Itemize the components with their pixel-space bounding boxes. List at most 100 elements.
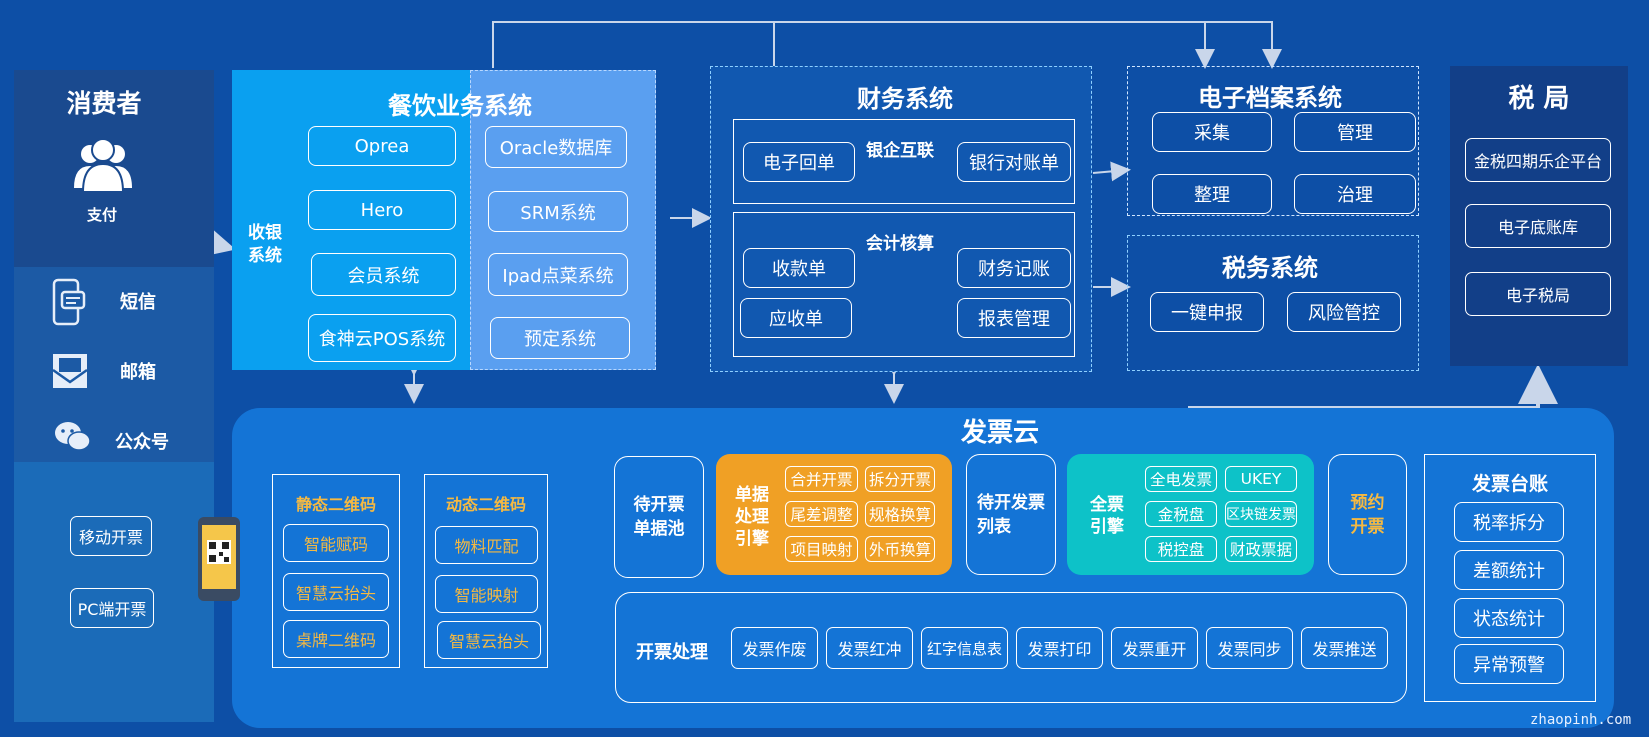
process-red-flush[interactable]: 发票红冲 bbox=[826, 627, 913, 669]
process-print[interactable]: 发票打印 bbox=[1016, 627, 1103, 669]
catering-item-hero[interactable]: Hero bbox=[308, 190, 456, 230]
tax-system-panel bbox=[1127, 235, 1419, 371]
engine-tail-adjust[interactable]: 尾差调整 bbox=[785, 501, 858, 527]
catering-title: 餐饮业务系统 bbox=[388, 92, 532, 120]
process-sync[interactable]: 发票同步 bbox=[1206, 627, 1293, 669]
ledger-diff-stats[interactable]: 差额统计 bbox=[1454, 550, 1564, 590]
ledger-status-stats[interactable]: 状态统计 bbox=[1454, 598, 1564, 638]
dynamic-qr-box bbox=[424, 474, 548, 668]
finance-to-archive-arrow bbox=[1092, 161, 1131, 182]
static-qr-smart-code[interactable]: 智能赋码 bbox=[283, 524, 389, 562]
mobile-invoice-button[interactable]: 移动开票 bbox=[70, 516, 152, 556]
ledger-box bbox=[1424, 454, 1596, 702]
process-red-info-table[interactable]: 红字信息表 bbox=[921, 627, 1008, 669]
channel-mail: 邮箱 bbox=[120, 362, 156, 383]
tax-bureau-panel bbox=[1450, 66, 1628, 366]
catering-item-reserve[interactable]: 预定系统 bbox=[490, 317, 630, 359]
full-engine-box bbox=[1067, 454, 1314, 575]
catering-item-oracle[interactable]: Oracle数据库 bbox=[485, 126, 627, 168]
dynamic-qr-title: 动态二维码 bbox=[445, 495, 526, 514]
dynamic-qr-smart-map[interactable]: 智能映射 bbox=[435, 575, 538, 613]
pending-invoice-list[interactable]: 待开发票 列表 bbox=[966, 454, 1056, 575]
engine-tax-control-disk[interactable]: 税控盘 bbox=[1145, 536, 1217, 562]
accounting-box bbox=[733, 212, 1075, 357]
invoice-cloud-title: 发票云 bbox=[960, 418, 1039, 448]
tax-bureau-title: 税 局 bbox=[1508, 84, 1570, 114]
processing-title: 开票处理 bbox=[636, 642, 708, 663]
cashier-label: 收银 系统 bbox=[248, 223, 282, 266]
channel-wechat: 公众号 bbox=[115, 432, 169, 453]
bureau-ledger-db[interactable]: 电子底账库 bbox=[1465, 204, 1611, 248]
finance-bank-receipt[interactable]: 电子回单 bbox=[743, 142, 855, 182]
finance-bookkeeping[interactable]: 财务记账 bbox=[957, 248, 1071, 288]
doc-engine-title: 单据 处理 引擎 bbox=[735, 485, 769, 549]
process-void[interactable]: 发票作废 bbox=[731, 627, 818, 669]
ledger-title: 发票台账 bbox=[1471, 473, 1548, 495]
engine-fx-convert[interactable]: 外币换算 bbox=[865, 536, 935, 562]
bank-label: 银企互联 bbox=[866, 141, 934, 161]
ledger-tax-split[interactable]: 税率拆分 bbox=[1454, 502, 1564, 542]
entry-panel bbox=[14, 462, 214, 722]
process-push[interactable]: 发票推送 bbox=[1301, 627, 1388, 669]
catering-item-oprea[interactable]: Oprea bbox=[308, 126, 456, 166]
engine-split-invoice[interactable]: 拆分开票 bbox=[865, 466, 935, 492]
phone-qr-icon bbox=[197, 516, 241, 602]
reserve-invoice[interactable]: 预约 开票 bbox=[1328, 454, 1407, 575]
catering-item-srm[interactable]: SRM系统 bbox=[488, 191, 628, 232]
bureau-e-tax[interactable]: 电子税局 bbox=[1465, 272, 1611, 316]
finance-bank-statement[interactable]: 银行对账单 bbox=[957, 142, 1071, 182]
finance-panel bbox=[710, 66, 1092, 372]
finance-title: 财务系统 bbox=[857, 85, 953, 113]
channel-sms: 短信 bbox=[120, 292, 156, 313]
consumer-title: 消费者 bbox=[66, 89, 142, 118]
engine-item-map[interactable]: 项目映射 bbox=[785, 536, 858, 562]
archive-manage[interactable]: 管理 bbox=[1294, 112, 1416, 152]
watermark: zhaopinh.com bbox=[1530, 712, 1632, 728]
engine-ukey[interactable]: UKEY bbox=[1225, 466, 1297, 492]
catering-panel-left bbox=[232, 70, 470, 370]
catering-to-archive-line bbox=[492, 21, 1282, 69]
catering-item-pos[interactable]: 食神云POS系统 bbox=[308, 314, 456, 362]
engine-blockchain[interactable]: 区块链发票 bbox=[1225, 501, 1297, 527]
static-qr-box bbox=[272, 474, 400, 668]
engine-merge-invoice[interactable]: 合并开票 bbox=[785, 466, 858, 492]
process-reissue[interactable]: 发票重开 bbox=[1111, 627, 1198, 669]
processing-box bbox=[615, 592, 1407, 703]
pc-invoice-button[interactable]: PC端开票 bbox=[70, 588, 154, 628]
engine-spec-convert[interactable]: 规格换算 bbox=[865, 501, 935, 527]
tax-one-click-filing[interactable]: 一键申报 bbox=[1150, 292, 1264, 332]
accounting-label: 会计核算 bbox=[866, 234, 934, 254]
tax-risk-control[interactable]: 风险管控 bbox=[1287, 292, 1401, 332]
engine-golden-tax-disk[interactable]: 金税盘 bbox=[1145, 501, 1217, 527]
ledger-anomaly-alert[interactable]: 异常预警 bbox=[1454, 644, 1564, 684]
catering-item-member[interactable]: 会员系统 bbox=[311, 253, 456, 296]
static-qr-cloud-title[interactable]: 智慧云抬头 bbox=[283, 573, 389, 611]
engine-fiscal-bill[interactable]: 财政票据 bbox=[1225, 536, 1297, 562]
archive-collect[interactable]: 采集 bbox=[1152, 112, 1272, 152]
full-engine-title: 全票 引擎 bbox=[1090, 495, 1124, 537]
engine-full-e-invoice[interactable]: 全电发票 bbox=[1145, 466, 1217, 492]
finance-receivable[interactable]: 应收单 bbox=[740, 298, 852, 338]
finance-reports[interactable]: 报表管理 bbox=[957, 298, 1071, 338]
dynamic-qr-cloud-title[interactable]: 智慧云抬头 bbox=[437, 621, 541, 659]
static-qr-title: 静态二维码 bbox=[295, 495, 376, 514]
doc-engine-box bbox=[716, 454, 952, 575]
archive-organize[interactable]: 整理 bbox=[1152, 174, 1272, 214]
catering-item-ipad[interactable]: Ipad点菜系统 bbox=[488, 253, 628, 296]
archive-govern[interactable]: 治理 bbox=[1294, 174, 1416, 214]
finance-receipt-doc[interactable]: 收款单 bbox=[743, 248, 855, 288]
channel-panel bbox=[14, 267, 214, 462]
static-qr-table-code[interactable]: 桌牌二维码 bbox=[283, 620, 389, 658]
bureau-golden-tax[interactable]: 金税四期乐企平台 bbox=[1465, 138, 1611, 182]
wechat-icon bbox=[54, 420, 92, 454]
mail-icon bbox=[50, 350, 90, 392]
bank-box bbox=[733, 119, 1075, 204]
finance-to-archive-line bbox=[773, 21, 1215, 69]
users-icon bbox=[68, 138, 138, 192]
pending-doc-pool[interactable]: 待开票 单据池 bbox=[614, 456, 704, 578]
tax-system-title: 税务系统 bbox=[1222, 254, 1318, 282]
pay-label: 支付 bbox=[86, 206, 117, 224]
dynamic-qr-material-match[interactable]: 物料匹配 bbox=[435, 526, 538, 564]
archive-title: 电子档案系统 bbox=[1198, 84, 1342, 112]
sms-icon bbox=[48, 278, 88, 328]
